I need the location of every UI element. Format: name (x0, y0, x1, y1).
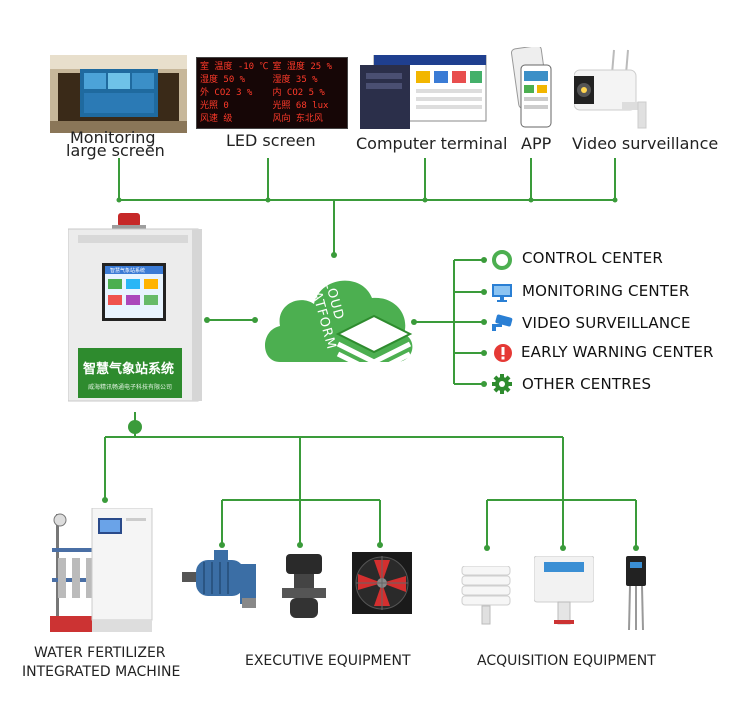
led-cell: 风向 东北风 (272, 114, 323, 124)
app-label: APP (521, 134, 552, 153)
video-camera-image (573, 48, 654, 130)
ring-icon (492, 250, 512, 270)
led-cell: 室 湿度 25 % (272, 62, 333, 72)
gear-icon (492, 374, 512, 394)
led-cell: 湿度 35 % (272, 75, 318, 85)
app-phone-image (507, 45, 555, 131)
computer-terminal-image (360, 54, 490, 133)
cabinet-label: 智慧气象站系统 (83, 362, 175, 377)
computer-terminal-label: Computer terminal (356, 134, 508, 153)
cabinet-maker: 威海精讯畅通电子科技有限公司 (88, 384, 173, 391)
led-cell: 光照 68 lux (272, 101, 329, 111)
led-cell: 室 温度 -10 ℃ (200, 62, 269, 72)
executive-equipment-label: EXECUTIVE EQUIPMENT (245, 653, 411, 669)
monitoring-large-screen-label-2: large screen (66, 141, 165, 160)
center-label-video: VIDEO SURVEILLANCE (522, 314, 691, 332)
radiation-shield-image (460, 565, 512, 626)
cloud-icon (265, 280, 413, 375)
center-label-control: CONTROL CENTER (522, 249, 664, 267)
led-cell: 内 CO2 5 % (272, 88, 325, 98)
camera-icon (490, 314, 514, 332)
weather-station-cabinet: 智慧气象站系统 智慧气象站系统 威海精讯畅通电子科技有限公司 (67, 213, 208, 403)
led-cell: 湿度 50 % (200, 75, 246, 85)
monitor-icon (491, 283, 513, 303)
cabinet-screen-title: 智慧气象站系统 (110, 268, 146, 274)
sensor-box-image (533, 555, 595, 628)
led-screen-label: LED screen (226, 131, 316, 150)
exhaust-fan-image (352, 552, 412, 614)
monitoring-large-screen-label-1: Monitoring (70, 128, 156, 147)
center-label-other: OTHER CENTRES (522, 375, 652, 393)
center-label-monitoring: MONITORING CENTER (522, 282, 690, 300)
led-screen-panel: 室 温度 -10 ℃ 室 湿度 25 % 湿度 50 % 湿度 35 % 外 C… (196, 57, 348, 129)
led-cell: 风速 级 (200, 114, 233, 124)
water-fertilizer-label-2: INTEGRATED MACHINE (22, 664, 181, 680)
water-fertilizer-machine-image (48, 507, 160, 640)
led-cell: 光照 0 (200, 101, 229, 111)
monitoring-large-screen-image (50, 55, 187, 133)
warning-icon (493, 343, 513, 363)
cloud-platform: CLOUD PLATFORM (258, 258, 418, 378)
valve-actuator-image (282, 548, 326, 620)
video-surveillance-label: Video surveillance (572, 134, 719, 153)
soil-sensor-image (622, 556, 650, 632)
pump-motor-image (182, 548, 264, 612)
acquisition-equipment-label: ACQUISITION EQUIPMENT (477, 653, 656, 669)
led-cell: 外 CO2 3 % (200, 88, 253, 98)
center-label-warning: EARLY WARNING CENTER (521, 343, 714, 361)
water-fertilizer-label-1: WATER FERTILIZER (34, 645, 166, 661)
